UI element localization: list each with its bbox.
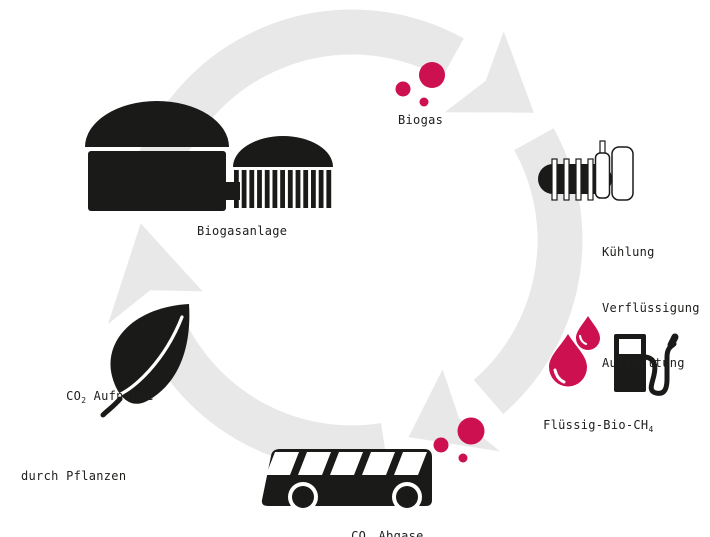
label-co2-aufnahme: CO2 Aufnahme durch Pflanzen: [21, 330, 154, 524]
label-co2-aufnahme-line2: durch Pflanzen: [21, 469, 127, 483]
arrowhead-left-icon: [108, 223, 203, 324]
big-tank-dome: [85, 101, 229, 147]
label-processing-line1: Kühlung: [602, 245, 655, 259]
bus-wheel: [396, 486, 418, 508]
bubble-small: [419, 97, 429, 107]
label-biogasanlage: Biogasanlage: [197, 224, 288, 238]
fin: [575, 158, 582, 201]
label-co2-abgase: CO2 Abgase: [351, 528, 424, 537]
small-tank-dome: [233, 136, 333, 167]
droplet-highlight: [553, 368, 566, 384]
label-co2-aufnahme-line1: CO2 Aufnahme: [66, 389, 154, 405]
cycle-arc-bottom: [143, 318, 389, 471]
exhaust-bubbles-icon: [433, 417, 485, 463]
biogas-plant-icon: [85, 101, 333, 211]
arrowhead-bottom-right-icon: [408, 369, 500, 452]
leaf-icon: [100, 304, 190, 418]
fin: [551, 158, 558, 201]
bus-window: [266, 452, 299, 475]
fin: [563, 158, 570, 201]
cooling-unit-icon: [538, 140, 634, 201]
label-biogas: Biogas: [398, 113, 444, 127]
vessel-large: [611, 146, 634, 201]
leaf-vein: [110, 315, 184, 400]
small-tank-slats: [234, 170, 332, 208]
bubble-large: [457, 417, 485, 445]
fuel-pump-icon: [614, 333, 679, 396]
fin: [587, 158, 594, 201]
label-processing-line3: Aufspaltung: [602, 356, 685, 370]
label-processing: Kühlung Verflüssigung Aufspaltung: [602, 206, 700, 410]
bus-window: [394, 452, 427, 475]
label-processing-line2: Verflüssigung: [602, 300, 700, 315]
bus-icon: [261, 449, 432, 512]
bus-wheel: [292, 486, 314, 508]
droplet-large: [549, 334, 587, 387]
bubble-large: [419, 62, 445, 88]
leaf-stem: [100, 396, 123, 418]
bus-window: [362, 452, 395, 475]
bubble-medium: [395, 81, 411, 97]
bubble-small: [458, 453, 468, 463]
biogas-bubbles-icon: [395, 62, 445, 107]
bus-window: [298, 452, 331, 475]
vessel-small: [594, 152, 611, 199]
leaf-blade: [110, 304, 190, 404]
cycle-arrowheads: [108, 31, 534, 452]
pump-nozzle: [667, 333, 679, 349]
bubble-medium: [433, 437, 449, 453]
bus-window: [330, 452, 363, 475]
droplet-small: [576, 316, 600, 350]
arrowhead-top-right-icon: [444, 31, 534, 113]
droplet-highlight: [578, 334, 588, 346]
pump-hose: [642, 341, 677, 396]
big-tank-body: [88, 151, 226, 211]
droplets-icon: [549, 316, 600, 387]
label-fluessig-bio-ch4: Flüssig-Bio-CH4: [543, 417, 654, 434]
pump-screen: [619, 339, 641, 354]
